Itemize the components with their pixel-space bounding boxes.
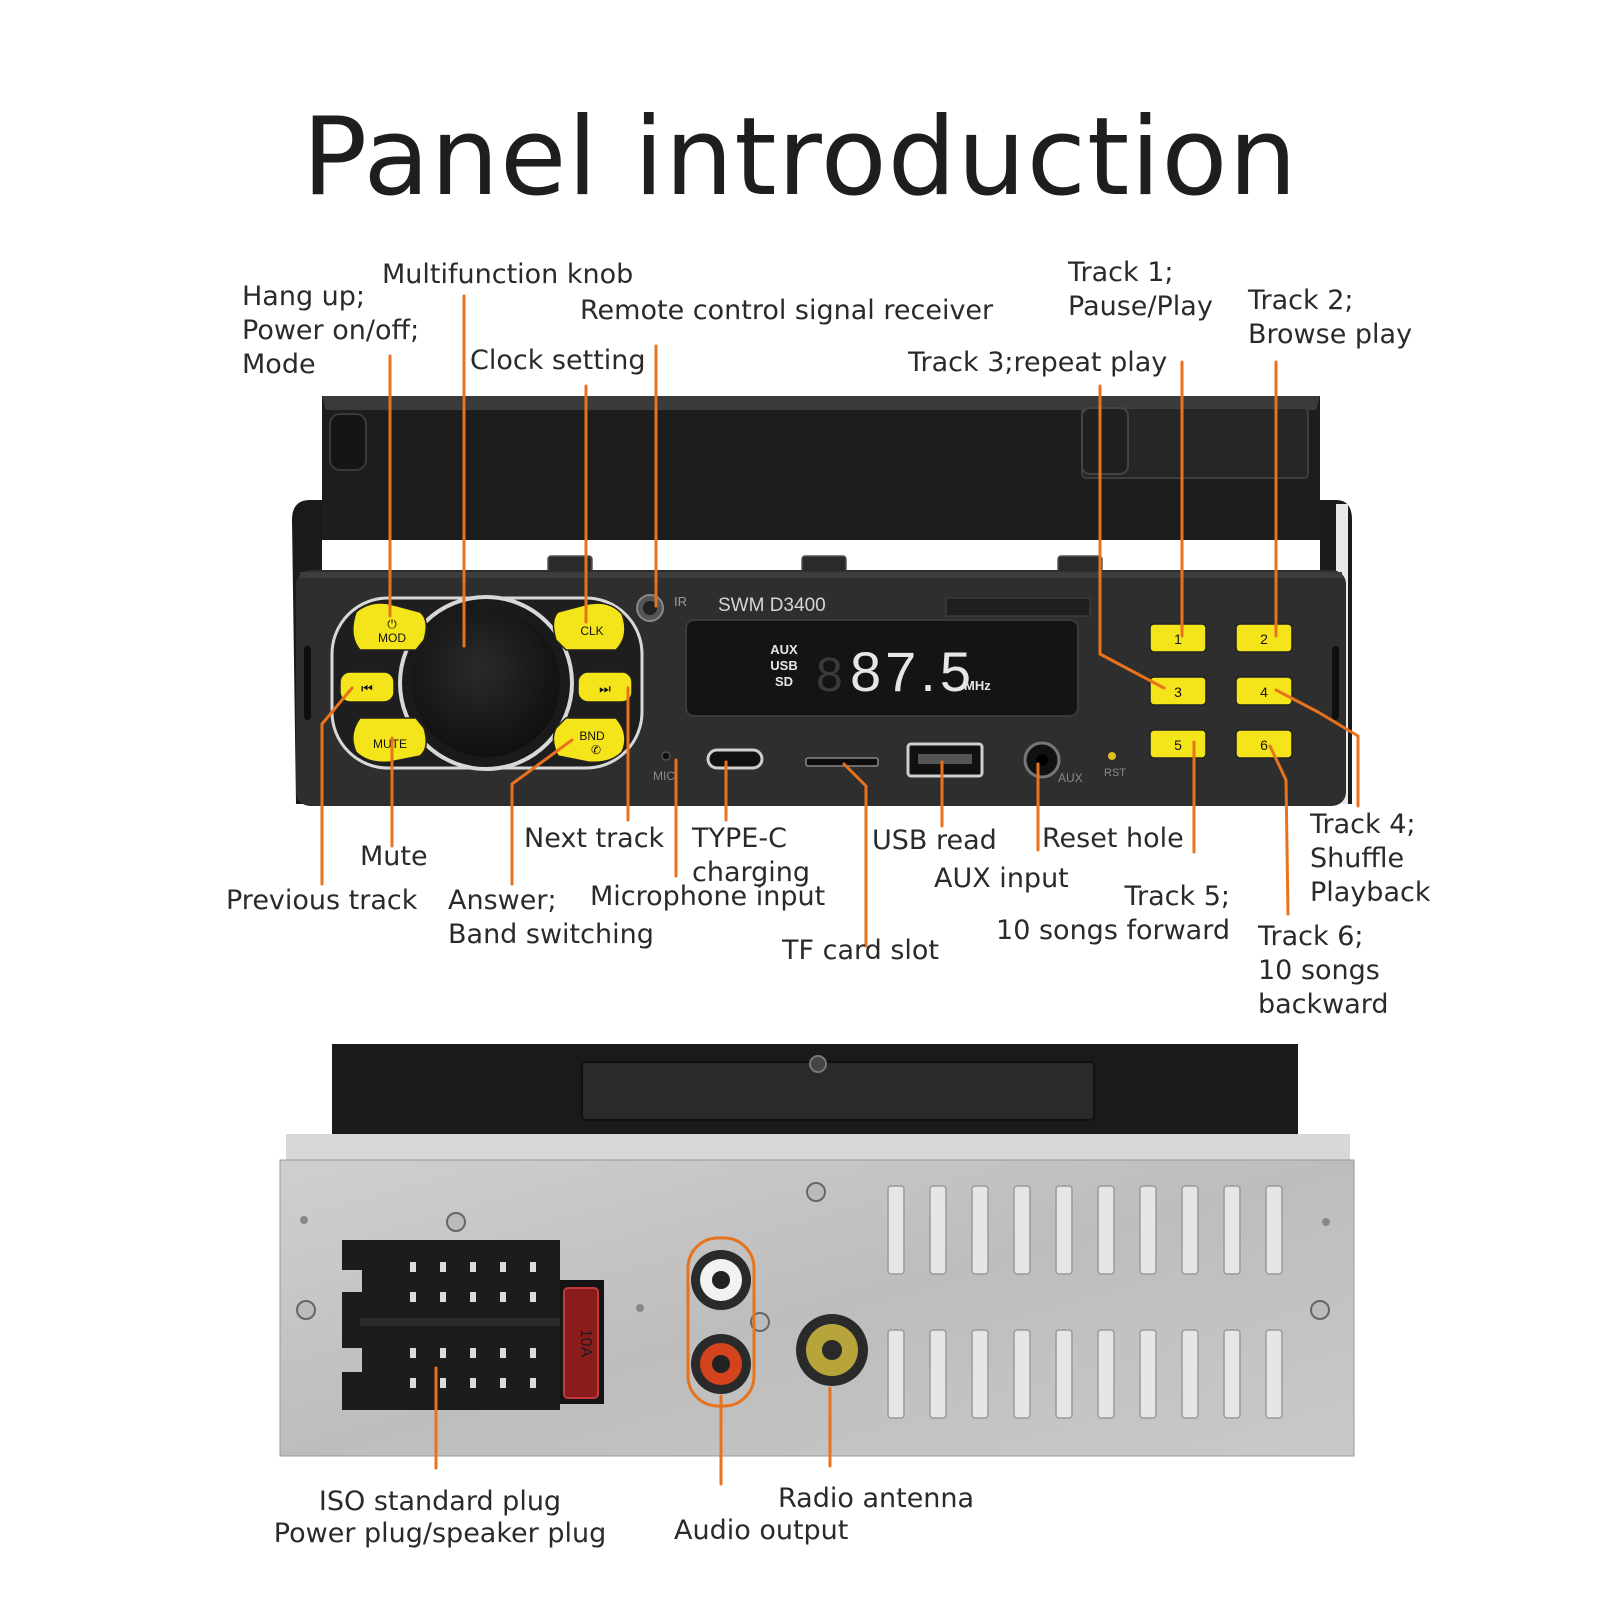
multifunction-knob <box>412 609 560 757</box>
label-track5: Track 5; 10 songs forward <box>996 881 1230 946</box>
label-track1: Track 1; Pause/Play <box>1068 257 1213 322</box>
label-next-track: Next track <box>524 823 665 854</box>
fuse-label: 10A <box>577 1329 594 1358</box>
rst-mark: RST <box>1104 767 1126 779</box>
mute-button[interactable]: MUTE <box>352 717 427 764</box>
front-panel: IR SWM D3400 AUX USB SD 8 87.5 MHz MOD ⏻… <box>292 396 1352 806</box>
phone-holder <box>322 396 1320 540</box>
model-name: SWM D3400 <box>718 595 826 616</box>
preset-button-3[interactable]: 3 <box>1149 676 1207 706</box>
power-icon: ⏻ <box>387 617 397 631</box>
label-remote-receiver: Remote control signal receiver <box>580 295 994 326</box>
rca-red-output <box>691 1334 751 1394</box>
label-hang-up: Hang up; Power on/off; Mode <box>242 281 420 380</box>
rca-white-output <box>691 1250 751 1310</box>
svg-text:5: 5 <box>1174 737 1182 753</box>
label-type-c: TYPE-C charging <box>692 823 811 888</box>
label-aux-input: AUX input <box>934 863 1069 894</box>
svg-text:4: 4 <box>1260 684 1268 700</box>
line-track3 <box>1098 384 1166 690</box>
label-track4: Track 4; Shuffle Playback <box>1310 809 1431 908</box>
iso-connector: 10A <box>342 1240 604 1410</box>
label-usb-read: USB read <box>872 825 997 856</box>
line-track4 <box>1274 688 1360 808</box>
label-track3: Track 3;repeat play <box>908 347 1168 378</box>
next-icon: ⏭ <box>599 681 611 696</box>
reset-hole <box>1108 752 1116 760</box>
label-answer: Answer; Band switching <box>448 885 654 950</box>
label-audio-output: Audio output <box>674 1515 849 1546</box>
indicator-sd: SD <box>775 674 793 689</box>
aux-mark: AUX <box>1058 771 1083 785</box>
label-multifunction-knob: Multifunction knob <box>382 259 634 290</box>
bnd-label: BND <box>579 729 605 743</box>
indicator-usb: USB <box>770 658 797 673</box>
previous-icon: ⏮ <box>361 681 373 696</box>
clk-button[interactable]: CLK <box>552 602 626 651</box>
bnd-button[interactable]: BND ✆ <box>552 717 626 764</box>
clk-label: CLK <box>580 624 603 638</box>
preset-button-6[interactable]: 6 <box>1235 729 1293 759</box>
label-iso-plug: ISO standard plug Power plug/speaker plu… <box>273 1486 607 1549</box>
tf-card-slot <box>805 757 879 767</box>
phone-icon: ✆ <box>591 743 601 757</box>
preset-button-4[interactable]: 4 <box>1235 676 1293 706</box>
label-track6: Track 6; 10 songs backward <box>1258 921 1389 1020</box>
svg-text:2: 2 <box>1260 631 1268 647</box>
next-track-button[interactable]: ⏭ <box>577 671 633 703</box>
preset-button-5[interactable]: 5 <box>1149 729 1207 759</box>
page-title: Panel introduction <box>302 95 1298 220</box>
frequency-unit: MHz <box>964 678 991 693</box>
microphone-hole <box>661 751 671 761</box>
line-tf <box>842 762 868 948</box>
label-previous-track: Previous track <box>226 885 418 916</box>
label-track2: Track 2; Browse play <box>1248 285 1413 350</box>
lcd-display <box>685 619 1079 717</box>
label-mute: Mute <box>360 841 428 872</box>
antenna-socket <box>796 1314 868 1386</box>
line-track6 <box>1268 744 1290 916</box>
line-previous <box>320 686 354 886</box>
callout-lines <box>320 294 1360 1486</box>
indicator-aux: AUX <box>770 642 798 657</box>
label-tf-card: TF card slot <box>782 935 940 966</box>
mute-label: MUTE <box>373 737 407 751</box>
mod-button[interactable]: MOD ⏻ <box>352 602 427 651</box>
svg-text:1: 1 <box>1174 631 1182 647</box>
type-c-port <box>706 748 764 770</box>
previous-track-button[interactable]: ⏮ <box>339 671 395 703</box>
rear-panel: 10A <box>279 1044 1355 1457</box>
frequency-readout: 87.5 <box>850 640 975 703</box>
svg-text:6: 6 <box>1260 737 1268 753</box>
ir-mark: IR <box>674 594 687 609</box>
mod-label: MOD <box>378 631 406 645</box>
preset-button-2[interactable]: 2 <box>1235 623 1293 653</box>
preset-button-1[interactable]: 1 <box>1149 623 1207 653</box>
fuse <box>563 1287 599 1399</box>
svg-text:8: 8 <box>816 649 843 702</box>
svg-text:3: 3 <box>1174 684 1182 700</box>
label-clock-setting: Clock setting <box>470 345 646 376</box>
label-reset-hole: Reset hole <box>1042 823 1184 854</box>
mic-mark: MIC <box>653 769 675 783</box>
label-microphone: Microphone input <box>590 881 826 912</box>
label-radio-antenna: Radio antenna <box>778 1483 975 1514</box>
line-answer <box>510 738 574 886</box>
